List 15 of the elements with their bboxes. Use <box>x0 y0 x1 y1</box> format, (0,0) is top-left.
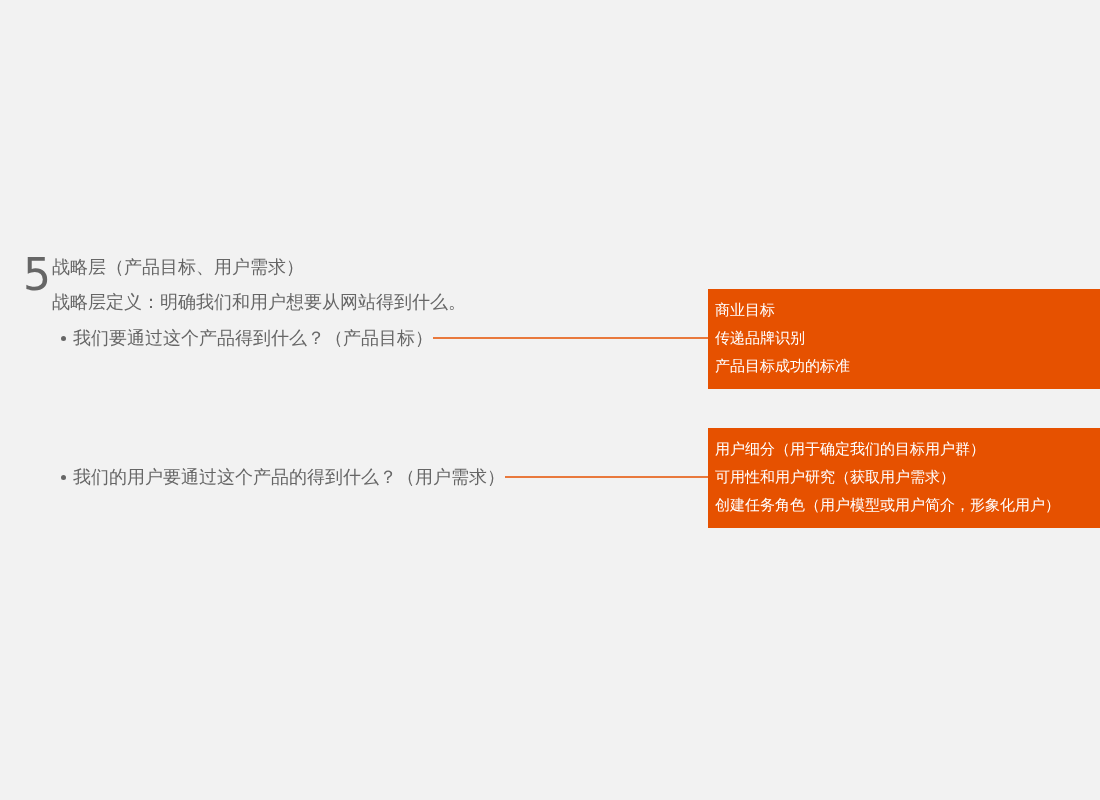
detail-box <box>708 428 1100 528</box>
list-item-text: 传递品牌识别 <box>715 328 805 349</box>
list-item-text: 商业目标 <box>715 300 775 321</box>
detail-box <box>708 289 1100 389</box>
connector-line <box>432 337 709 339</box>
question-text: 我们要通过这个产品得到什么？（产品目标） <box>73 325 433 351</box>
question-text: 我们的用户要通过这个产品的得到什么？（用户需求） <box>73 464 505 490</box>
list-item-text: 可用性和用户研究（获取用户需求） <box>715 467 955 488</box>
list-item-text: 用户细分（用于确定我们的目标用户群） <box>715 439 985 460</box>
list-item-text: 创建任务角色（用户模型或用户简介，形象化用户） <box>715 495 1060 516</box>
definition-text: 战略层定义：明确我们和用户想要从网站得到什么。 <box>52 290 466 314</box>
list-item-text: 产品目标成功的标准 <box>715 356 850 377</box>
connector-line <box>504 476 709 478</box>
section-number: 5 <box>23 253 51 297</box>
section-heading: 战略层（产品目标、用户需求） <box>52 255 304 279</box>
